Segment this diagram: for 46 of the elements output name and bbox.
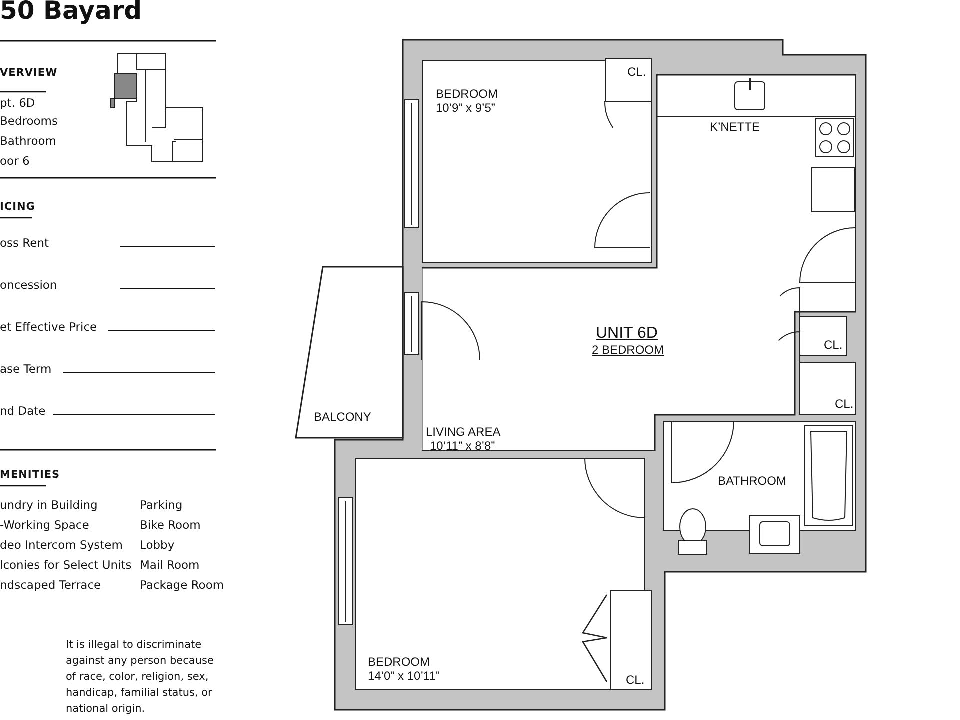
room-label: LIVING AREA bbox=[426, 425, 501, 439]
room-label: 10’11” x 8’8” bbox=[430, 439, 496, 453]
section-heading: ICING bbox=[0, 200, 36, 214]
info-text: -Working Space bbox=[0, 518, 90, 532]
info-text: Package Room bbox=[140, 578, 224, 592]
room-outline bbox=[604, 58, 652, 102]
room-outline bbox=[422, 60, 652, 263]
info-text: ndscaped Terrace bbox=[0, 578, 102, 592]
room-label: BATHROOM bbox=[718, 474, 786, 488]
room-label: BEDROOM bbox=[368, 655, 430, 669]
room-label: CL. bbox=[824, 338, 843, 352]
info-text: Parking bbox=[140, 498, 183, 512]
unit-subtitle: 2 BEDROOM bbox=[592, 343, 664, 357]
fair-housing-notice: It is illegal to discriminate against any person because of race, color, religion, sex, handicap, familial status, or national origin. bbox=[66, 638, 215, 717]
room-outline bbox=[355, 458, 645, 690]
info-text: Bike Room bbox=[140, 518, 201, 532]
info-text: deo Intercom System bbox=[0, 538, 123, 552]
info-text: undry in Building bbox=[0, 498, 98, 512]
field-label: et Effective Price bbox=[0, 320, 98, 334]
room-label: BEDROOM bbox=[436, 87, 498, 101]
info-text: oor 6 bbox=[0, 154, 30, 168]
info-text: Lobby bbox=[140, 538, 175, 552]
room-label: BALCONY bbox=[314, 410, 372, 424]
field-label: oncession bbox=[0, 278, 58, 292]
room-label: 14’0” x 10’11” bbox=[368, 669, 440, 683]
room-label: CL. bbox=[835, 397, 854, 411]
field-label: oss Rent bbox=[0, 236, 50, 250]
room-label: CL. bbox=[628, 64, 646, 78]
info-text: pt. 6D bbox=[0, 96, 36, 110]
open-living-area-outline bbox=[422, 75, 856, 451]
info-text: Bedrooms bbox=[0, 114, 58, 128]
section-heading: MENITIES bbox=[0, 468, 60, 482]
info-text: Bathroom bbox=[0, 134, 56, 148]
room-label: 10’9” x 9’5” bbox=[436, 101, 496, 115]
field-label: nd Date bbox=[0, 404, 46, 418]
field-label: ase Term bbox=[0, 362, 52, 376]
building-title: 50 Bayard bbox=[0, 0, 142, 26]
room-label: CL. bbox=[626, 673, 645, 687]
section-heading: VERVIEW bbox=[0, 66, 58, 80]
info-text: lconies for Select Units bbox=[0, 558, 132, 572]
room-outline bbox=[799, 362, 856, 415]
unit-title: UNIT 6D bbox=[596, 325, 658, 343]
info-text: Mail Room bbox=[140, 558, 200, 572]
room-outline bbox=[799, 316, 847, 356]
room-label: K’NETTE bbox=[710, 120, 760, 134]
room-outline bbox=[610, 590, 652, 690]
